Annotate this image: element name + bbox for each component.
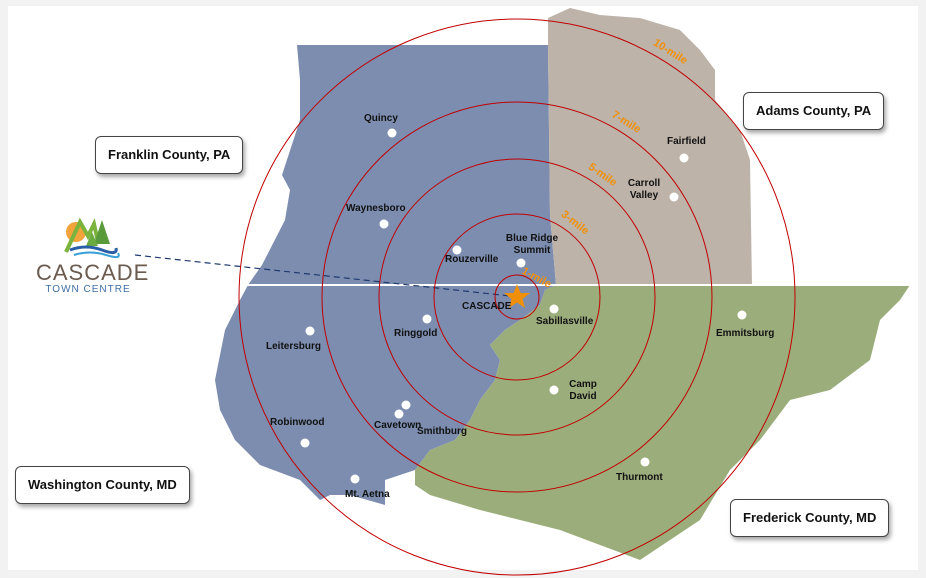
- city-cavetown: Cavetown: [374, 420, 422, 431]
- city-carroll-valley: Carroll Valley: [627, 178, 661, 201]
- ring-5-mile: [378, 158, 656, 436]
- city-dot-icon: [305, 326, 315, 336]
- city-dot-icon: [379, 219, 389, 229]
- city-dot-icon: [394, 409, 404, 419]
- ring-3-mile: [433, 213, 601, 381]
- ring-10-mile: [238, 18, 796, 576]
- city-thurmont: Thurmont: [616, 472, 663, 483]
- city-dot-icon: [669, 192, 679, 202]
- logo-pointer-line: [134, 254, 511, 297]
- city-dot-icon: [737, 310, 747, 320]
- label-frederick-county: Frederick County, MD: [730, 499, 890, 537]
- star-icon: [504, 284, 530, 308]
- city-dot-icon: [516, 258, 526, 268]
- ring-7-mile: [321, 101, 713, 493]
- city-sabillasville: Sabillasville: [536, 316, 594, 327]
- city-dot-icon: [549, 304, 559, 314]
- city-dot-icon: [350, 474, 360, 484]
- cascade-logo: CASCADE TOWN CENTRE: [36, 212, 150, 298]
- city-dot-icon: [640, 457, 650, 467]
- logo-mark-icon: [64, 217, 120, 259]
- city-blue-ridge-summit: Blue Ridge Summit: [505, 233, 559, 256]
- city-waynesboro: Waynesboro: [346, 203, 406, 214]
- ring-1-mile: [494, 274, 540, 320]
- city-mt-aetna: Mt. Aetna: [345, 489, 390, 500]
- city-dot-icon: [387, 128, 397, 138]
- city-fairfield: Fairfield: [667, 136, 706, 147]
- franklin-washington-region[interactable]: [215, 45, 556, 505]
- city-dot-icon: [422, 314, 432, 324]
- city-robinwood: Robinwood: [270, 417, 325, 428]
- city-cascade: CASCADE: [462, 301, 512, 312]
- logo-subtitle: TOWN CENTRE: [45, 284, 131, 295]
- label-adams-county: Adams County, PA: [743, 92, 885, 130]
- city-dot-icon: [452, 245, 462, 255]
- city-smithburg: Smithburg: [417, 426, 467, 437]
- city-leitersburg: Leitersburg: [266, 341, 322, 352]
- city-rouzerville: Rouzerville: [445, 254, 499, 265]
- city-dot-icon: [549, 385, 559, 395]
- city-ringgold: Ringgold: [394, 328, 438, 339]
- city-emmitsburg: Emmitsburg: [716, 328, 775, 339]
- logo-title: CASCADE: [36, 260, 150, 285]
- city-quincy: Quincy: [364, 113, 398, 124]
- adams-region[interactable]: [548, 8, 752, 285]
- city-dot-icon: [300, 438, 310, 448]
- city-dot-icon: [401, 400, 411, 410]
- label-franklin-county: Franklin County, PA: [95, 136, 244, 174]
- label-washington-county: Washington County, MD: [15, 466, 190, 504]
- city-camp-david: Camp David: [569, 379, 597, 402]
- city-dot-icon: [679, 153, 689, 163]
